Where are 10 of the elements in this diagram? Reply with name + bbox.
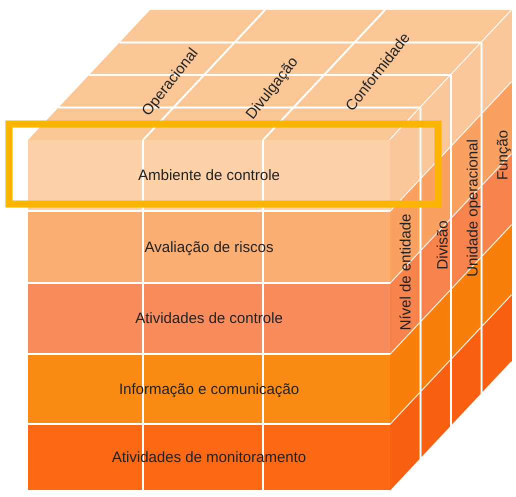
component-band: [28, 284, 390, 355]
entity-level-label: Divisão: [436, 220, 450, 270]
entity-level-label: Unidade operacional: [466, 139, 480, 277]
entity-level-label: Nível de entidade: [398, 214, 414, 330]
component-band: [28, 212, 390, 284]
entity-level-label: Função: [496, 130, 510, 180]
component-band: [28, 140, 390, 212]
component-band: [28, 425, 390, 492]
component-band: [28, 355, 390, 425]
component-label: Ambiente de controle: [138, 166, 280, 184]
